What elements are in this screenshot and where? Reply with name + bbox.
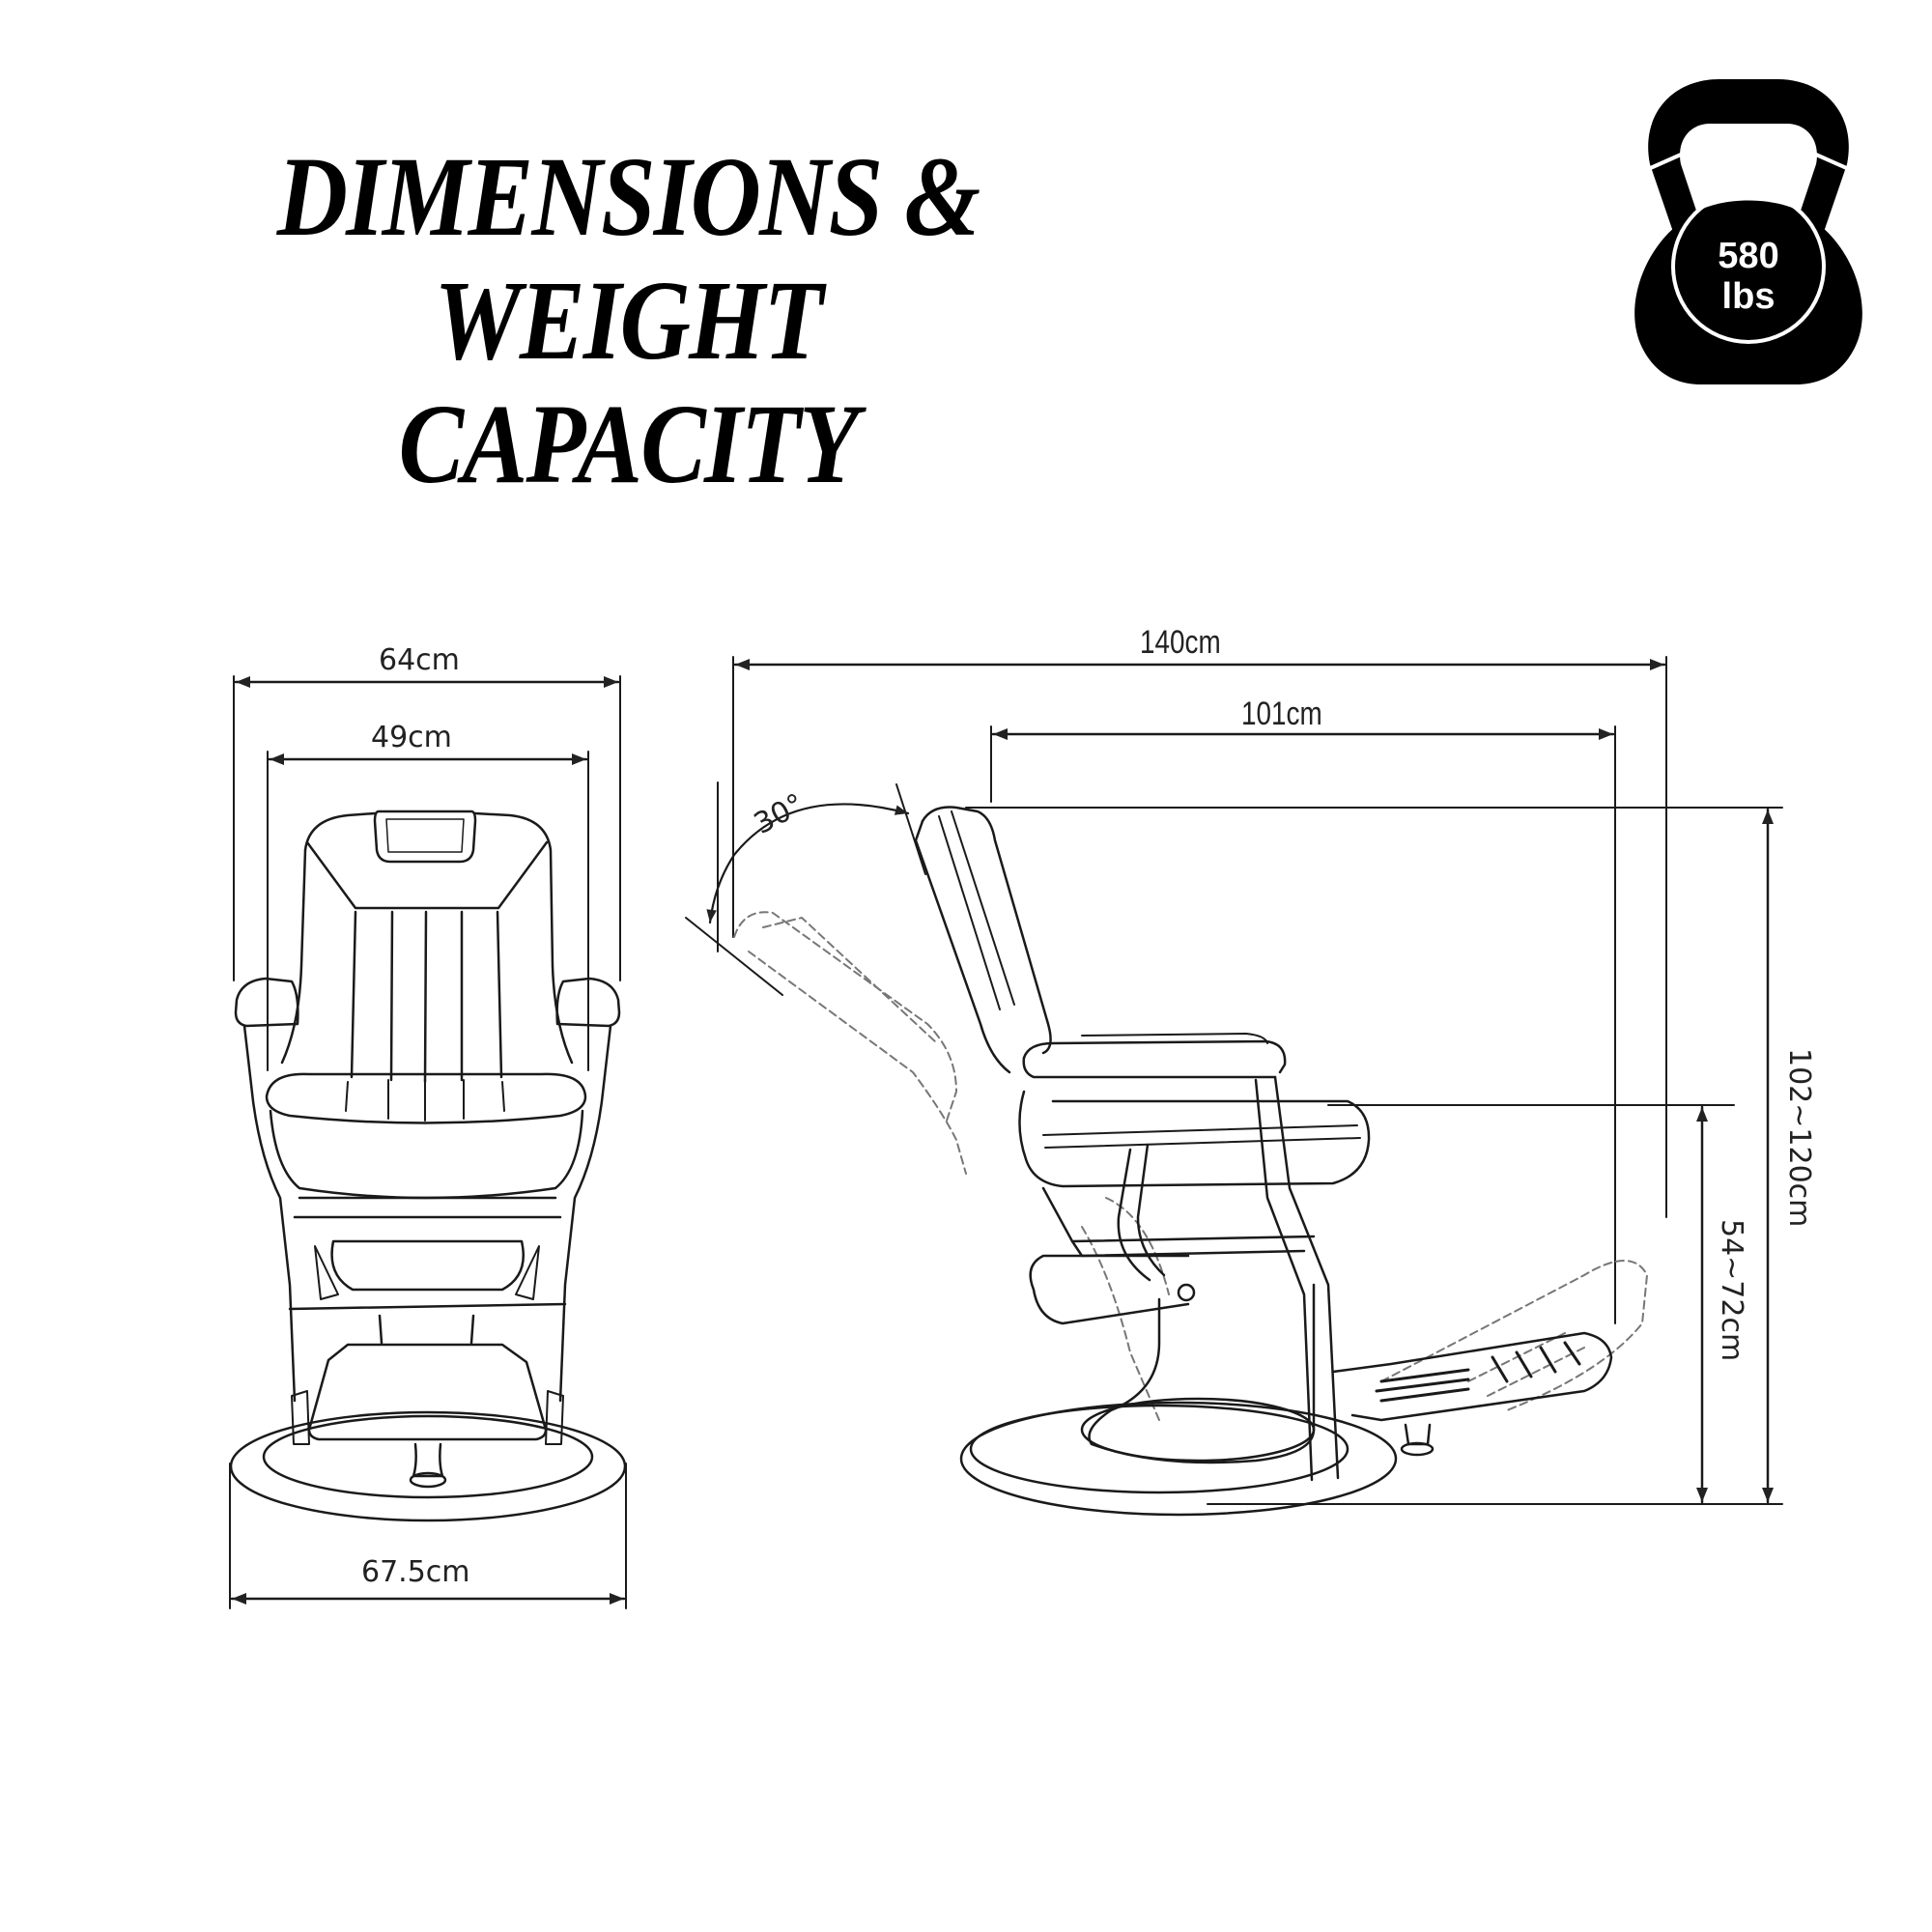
title-line-1: DIMENSIONS & WEIGHT — [276, 133, 980, 384]
front-overall-width-label: 64cm — [379, 643, 460, 677]
front-view-chair — [229, 675, 627, 1609]
side-view-chair — [685, 656, 1783, 1517]
side-upright-length-label: 101cm — [1241, 696, 1322, 732]
overall-height-label: 102~120cm — [1782, 1048, 1816, 1228]
weight-value: 580 — [1718, 236, 1779, 276]
front-base-width-label: 67.5cm — [361, 1555, 470, 1589]
front-seat-width-label: 49cm — [371, 721, 452, 754]
weight-unit: lbs — [1721, 276, 1776, 317]
side-reclined-length-label: 140cm — [1140, 624, 1221, 661]
kettlebell-icon — [1634, 79, 1862, 384]
seat-height-label: 54~72cm — [1715, 1219, 1748, 1362]
weight-capacity-badge: 580 lbs — [1683, 236, 1814, 317]
title-line-2: CAPACITY — [398, 381, 860, 507]
page-title: DIMENSIONS & WEIGHT CAPACITY — [213, 135, 1043, 506]
